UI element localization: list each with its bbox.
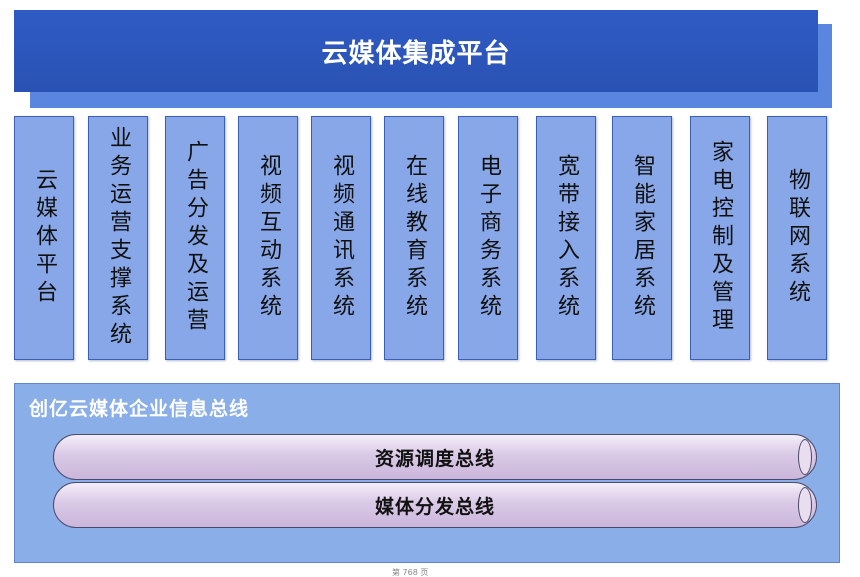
media-distribution-bus: 媒体分发总线 [53, 482, 817, 528]
column-ecommerce: 电子商务系统 [458, 116, 518, 360]
column-label: 在线教育系统 [402, 154, 427, 322]
page-footer: 第 768 页 [392, 568, 429, 577]
column-label: 业务运营支撑系统 [106, 126, 131, 350]
column-smart-home: 智能家居系统 [612, 116, 672, 360]
pipe-end-cap [798, 487, 812, 523]
bus-line-label: 媒体分发总线 [374, 495, 495, 518]
platform-title: 云媒体集成平台 [321, 38, 511, 69]
column-label: 家电控制及管理 [708, 140, 733, 336]
column-appliance-control: 家电控制及管理 [690, 116, 750, 360]
column-video-interaction: 视频互动系统 [238, 116, 298, 360]
column-cloud-media-platform: 云媒体平台 [14, 116, 74, 360]
column-label: 电子商务系统 [476, 154, 501, 322]
platform-header: 云媒体集成平台 [14, 10, 818, 92]
column-business-operations: 业务运营支撑系统 [88, 116, 148, 360]
column-label: 视频通讯系统 [329, 154, 354, 322]
column-label: 物联网系统 [785, 168, 810, 308]
column-advertising: 广告分发及运营 [165, 116, 225, 360]
pipe-end-cap [798, 439, 812, 475]
column-label: 云媒体平台 [32, 168, 57, 308]
bus-line-label: 资源调度总线 [374, 447, 495, 470]
column-iot: 物联网系统 [767, 116, 827, 360]
column-broadband-access: 宽带接入系统 [536, 116, 596, 360]
column-label: 广告分发及运营 [183, 140, 208, 336]
column-video-communication: 视频通讯系统 [311, 116, 371, 360]
column-label: 视频互动系统 [256, 154, 281, 322]
column-label: 宽带接入系统 [554, 154, 579, 322]
column-label: 智能家居系统 [630, 154, 655, 322]
bus-panel-title: 创亿云媒体企业信息总线 [29, 398, 250, 420]
enterprise-bus-panel: 创亿云媒体企业信息总线 资源调度总线 媒体分发总线 [14, 383, 840, 563]
column-online-education: 在线教育系统 [384, 116, 444, 360]
resource-scheduling-bus: 资源调度总线 [53, 434, 817, 480]
